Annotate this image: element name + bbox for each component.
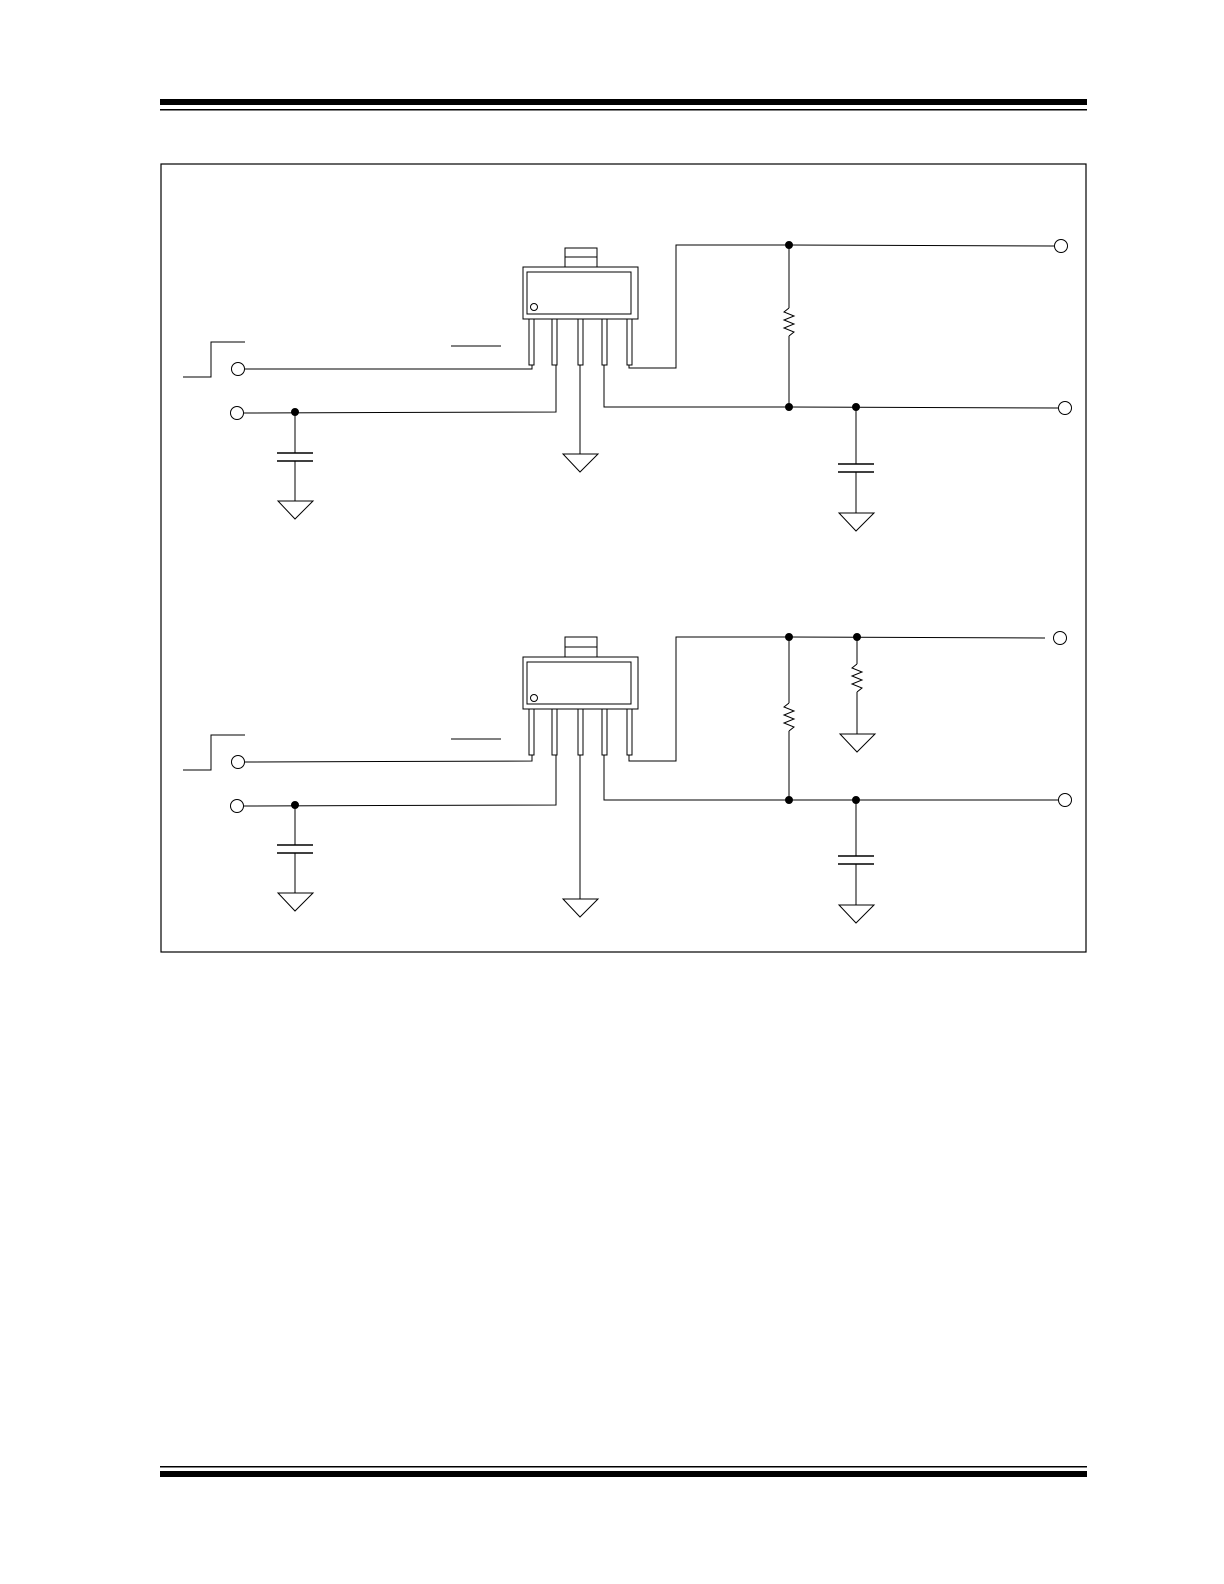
- ground-symbol-load: [838, 733, 877, 753]
- sense-wire: [603, 365, 789, 408]
- ground-symbol-regulator: [561, 898, 600, 918]
- feedback-resistor: [782, 637, 796, 799]
- regulator-pin-5: [626, 708, 633, 756]
- header-rule: [160, 99, 1087, 111]
- input-wire: [243, 365, 557, 414]
- sense-rail: [788, 406, 1059, 409]
- enable-terminal: [231, 362, 245, 376]
- output-pin-wire: [628, 636, 789, 762]
- sense-junction-1: [785, 403, 793, 411]
- regulator-pin-3: [577, 318, 584, 366]
- enable-wire: [244, 755, 533, 763]
- output-terminal: [1054, 239, 1068, 253]
- regulator-pin-4: [601, 318, 608, 366]
- sense-junction-1: [785, 796, 793, 804]
- header-thin-rule: [160, 109, 1087, 111]
- regulator-pin-1: [528, 708, 535, 756]
- output-rail: [788, 244, 1055, 247]
- regulator-body-inner: [526, 661, 632, 705]
- ground-symbol-regulator: [561, 453, 600, 473]
- sense-terminal: [1058, 401, 1072, 415]
- pin1-marker: [530, 694, 538, 702]
- footer-thick-rule: [160, 1471, 1087, 1477]
- sense-wire: [603, 755, 789, 801]
- feedback-resistor: [782, 245, 796, 407]
- five-pin-regulator: [522, 636, 639, 756]
- input-capacitor: [277, 412, 313, 501]
- input-terminal: [230, 799, 244, 813]
- ground-symbol-input: [276, 500, 315, 520]
- circuit-2: [183, 631, 1072, 924]
- figure-frame: [160, 163, 1087, 953]
- ground-symbol-output: [837, 512, 876, 532]
- input-capacitor: [277, 805, 313, 893]
- output-capacitor: [838, 407, 874, 513]
- ground-symbol-input: [276, 892, 315, 912]
- five-pin-regulator: [522, 247, 639, 366]
- enable-wire: [245, 365, 533, 370]
- input-terminal: [230, 406, 244, 420]
- regulator-pin-4: [601, 708, 608, 756]
- circuit-1: [183, 239, 1072, 532]
- output-capacitor: [838, 800, 874, 905]
- output-terminal: [1053, 631, 1067, 645]
- output-pin-wire: [628, 244, 789, 369]
- load-resistor: [850, 637, 864, 734]
- header-thick-rule: [160, 99, 1087, 105]
- regulator-pin-2: [551, 708, 558, 756]
- regulator-pin-3: [577, 708, 584, 756]
- regulator-pin-2: [551, 318, 558, 366]
- output-rail: [788, 636, 1046, 639]
- input-wire: [243, 755, 557, 807]
- regulator-body-outer: [522, 266, 639, 320]
- pin1-marker: [530, 303, 538, 311]
- ground-symbol-output: [837, 904, 876, 924]
- regulator-pin-5: [626, 318, 633, 366]
- enable-terminal: [231, 755, 245, 769]
- enable-step-signal: [183, 734, 245, 771]
- footer-thin-rule: [160, 1466, 1087, 1468]
- regulator-pin-1: [528, 318, 535, 366]
- enable-step-signal: [183, 341, 245, 378]
- footer-rule: [160, 1466, 1087, 1477]
- regulator-body-outer: [522, 656, 639, 710]
- sense-terminal: [1058, 793, 1072, 807]
- regulator-body-inner: [526, 271, 632, 315]
